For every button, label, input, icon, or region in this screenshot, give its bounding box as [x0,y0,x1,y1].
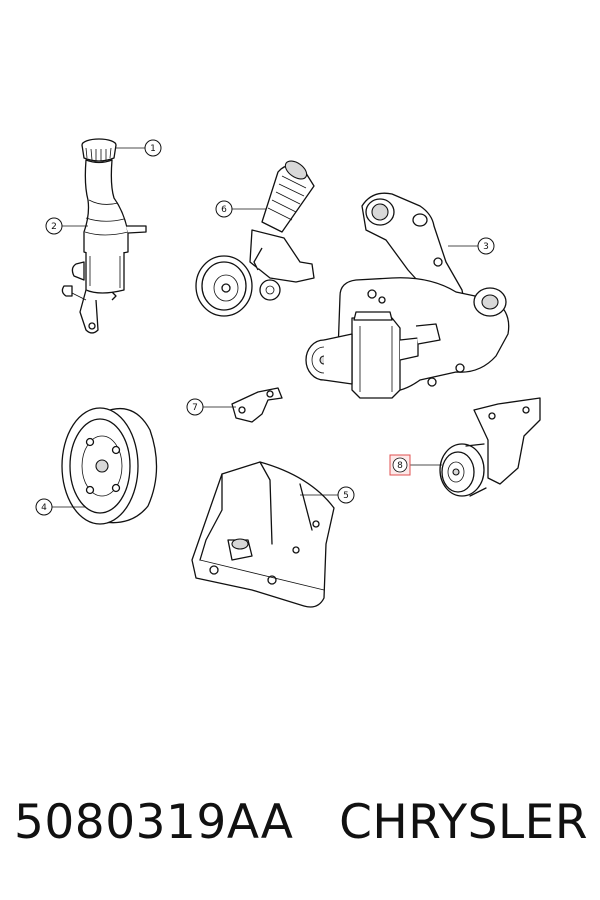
callouts: 1 2 3 6 7 4 5 8 [35,139,495,516]
callout-label-7: 7 [192,403,198,413]
callout-circle-5[interactable] [337,486,355,504]
footer: 5080319AA CHRYSLER [0,795,600,865]
callout-label-2: 2 [51,222,57,232]
idler-pulley-illustration [439,397,541,497]
part-number: 5080319AA [14,795,294,850]
callout-circle-3[interactable] [477,237,495,255]
parts-diagram: 1 2 3 6 7 4 5 8 [35,138,541,608]
callout-circle-7[interactable] [186,398,204,416]
callout-circle-4[interactable] [35,498,53,516]
pulley-illustration [61,407,158,525]
callout-label-6: 6 [221,205,227,215]
callout-circle-8[interactable] [392,457,408,473]
support-bracket-illustration [191,461,335,608]
callout-circle-2[interactable] [45,217,63,235]
tensioner-illustration [195,160,315,317]
callout-label-3: 3 [483,242,489,252]
callout-label-4: 4 [41,503,47,513]
callout-circle-6[interactable] [215,200,233,218]
callout-label-8: 8 [397,461,403,471]
callout-circle-1[interactable] [144,139,162,157]
manufacturer-name: CHRYSLER [339,795,588,850]
callout-label-1: 1 [150,144,156,154]
callout-label-5: 5 [343,491,349,501]
reservoir-illustration [61,138,147,334]
pump-illustration [305,192,510,399]
small-bracket-illustration [231,387,283,423]
